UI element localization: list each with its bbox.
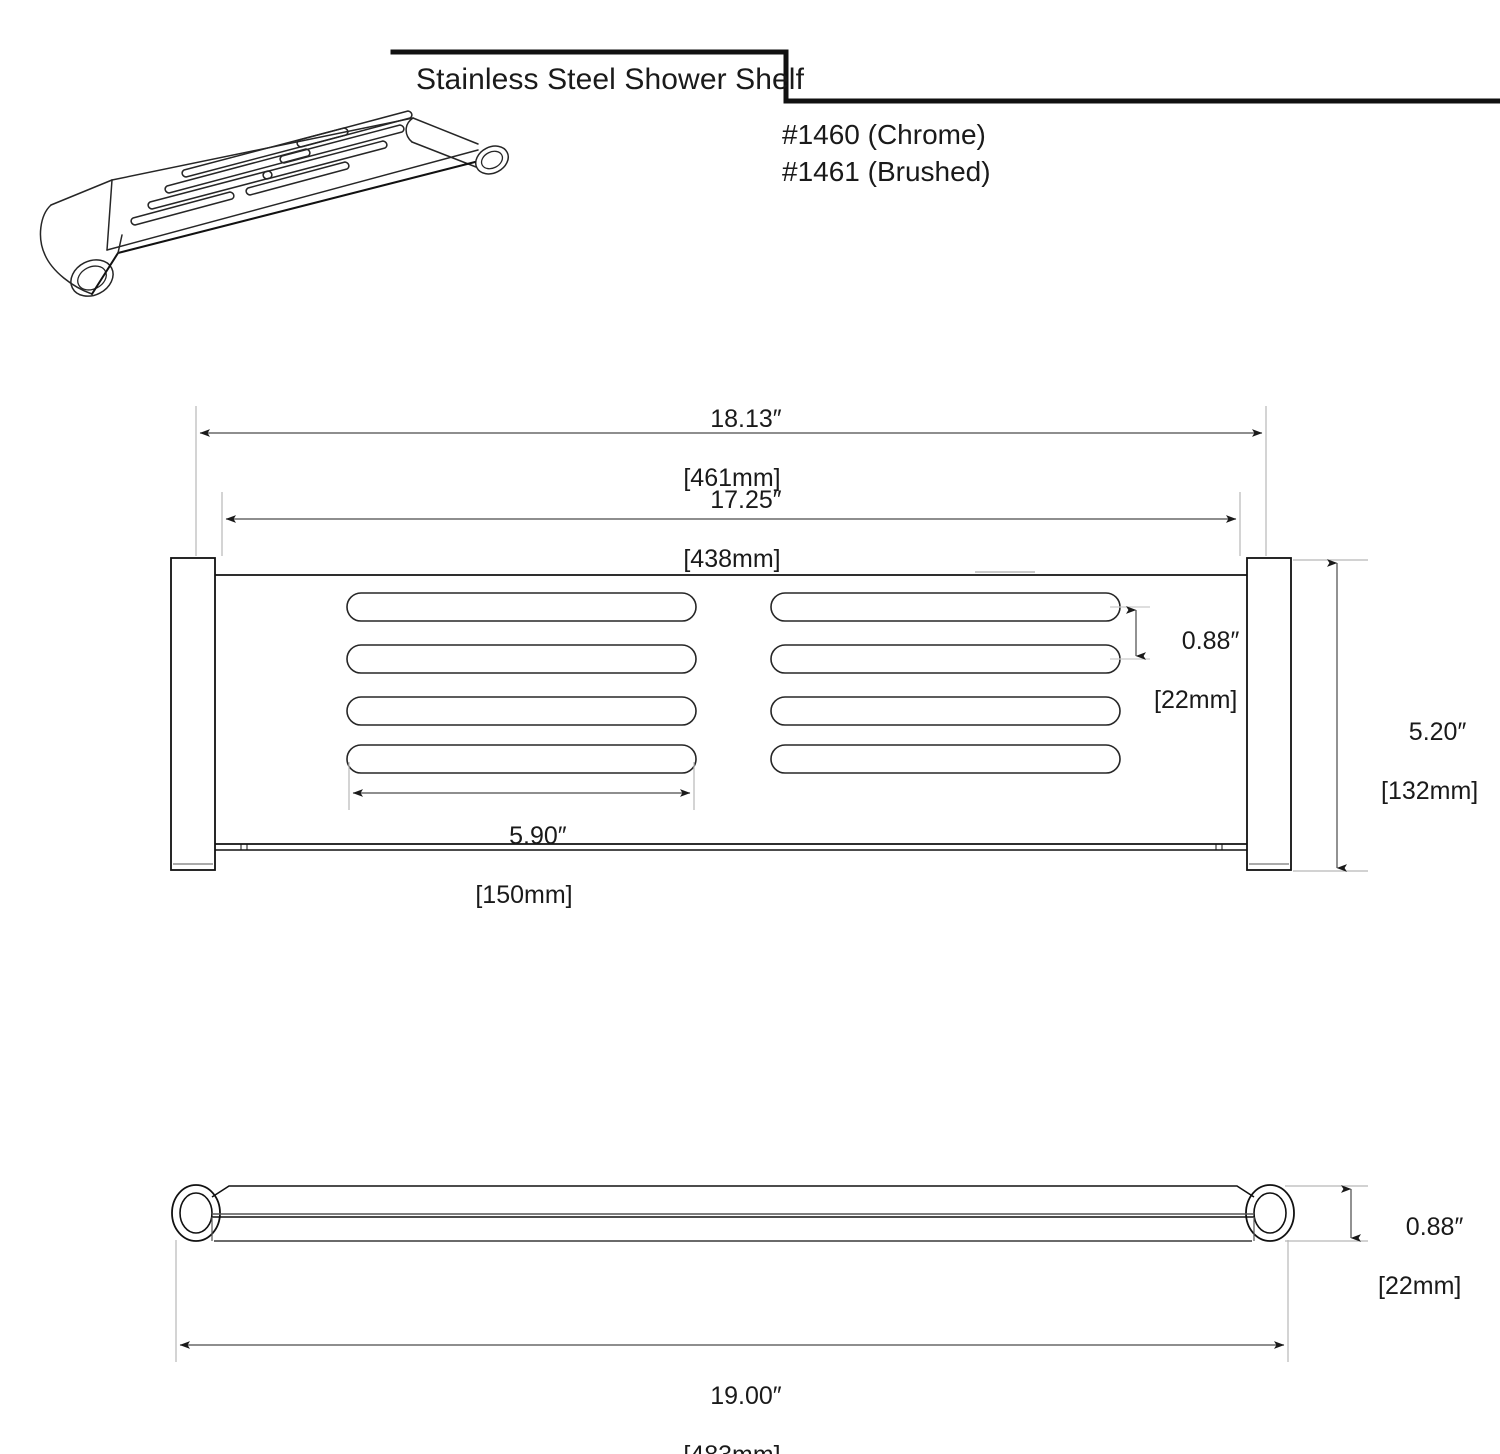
dim-total-width-imperial: 19.00″ — [710, 1381, 782, 1410]
dim-inner-length-imperial: 17.25″ — [710, 485, 782, 514]
dim-overall-length: 18.13″ [461mm] — [624, 375, 840, 552]
isometric-product-view — [39, 110, 510, 297]
dim-inner-length: 17.25″ [438mm] — [624, 456, 840, 633]
plan-shelf-plate — [215, 571, 1247, 851]
plan-slot — [770, 644, 1121, 674]
dim-tube-diameter: 0.88″ [22mm] — [1378, 1183, 1500, 1360]
dim-depth-imperial: 5.20″ — [1408, 717, 1467, 746]
plan-left-end-cap — [170, 557, 216, 871]
dim-inner-length-metric: [438mm] — [683, 544, 781, 573]
dim-slot-length: 5.90″ [150mm] — [416, 792, 632, 969]
dim-tube-diameter-imperial: 0.88″ — [1405, 1212, 1464, 1241]
plan-dimension-lines — [195, 406, 1368, 872]
dim-overall-length-metric: [461mm] — [683, 463, 781, 492]
side-elevation-view — [171, 1184, 1295, 1242]
dim-slot-length-metric: [150mm] — [475, 880, 573, 909]
plan-slot — [346, 696, 697, 726]
dim-slot-width-imperial: 0.88″ — [1181, 626, 1240, 655]
plan-slot-bank-left — [346, 592, 697, 774]
part-number-brushed: #1461 (Brushed) — [782, 156, 991, 187]
part-number-chrome: #1460 (Chrome) — [782, 119, 986, 150]
dim-slot-length-imperial: 5.90″ — [509, 821, 567, 850]
plan-slot — [770, 744, 1121, 774]
plan-slot — [346, 744, 697, 774]
dim-slot-width: 0.88″ [22mm] — [1154, 597, 1274, 774]
dim-total-width-metric: [483mm] — [624, 1441, 840, 1454]
dim-overall-length-imperial: 18.13″ — [710, 404, 782, 433]
plan-right-end-cap — [1246, 557, 1292, 871]
plan-slot — [346, 592, 697, 622]
plan-slot — [770, 696, 1121, 726]
dim-total-width: 19.00″ [483mm] — [624, 1352, 840, 1454]
dim-tube-diameter-metric: [22mm] — [1378, 1271, 1462, 1300]
title-rule-group — [390, 49, 1500, 104]
page-title: Stainless Steel Shower Shelf — [416, 63, 805, 96]
top-plan-view — [170, 557, 1292, 871]
side-dimension-lines — [175, 1185, 1368, 1362]
dim-depth-metric: [132mm] — [1381, 776, 1479, 805]
dim-depth: 5.20″ [132mm] — [1381, 688, 1500, 865]
plan-slot — [346, 644, 697, 674]
dim-slot-width-metric: [22mm] — [1154, 685, 1238, 714]
